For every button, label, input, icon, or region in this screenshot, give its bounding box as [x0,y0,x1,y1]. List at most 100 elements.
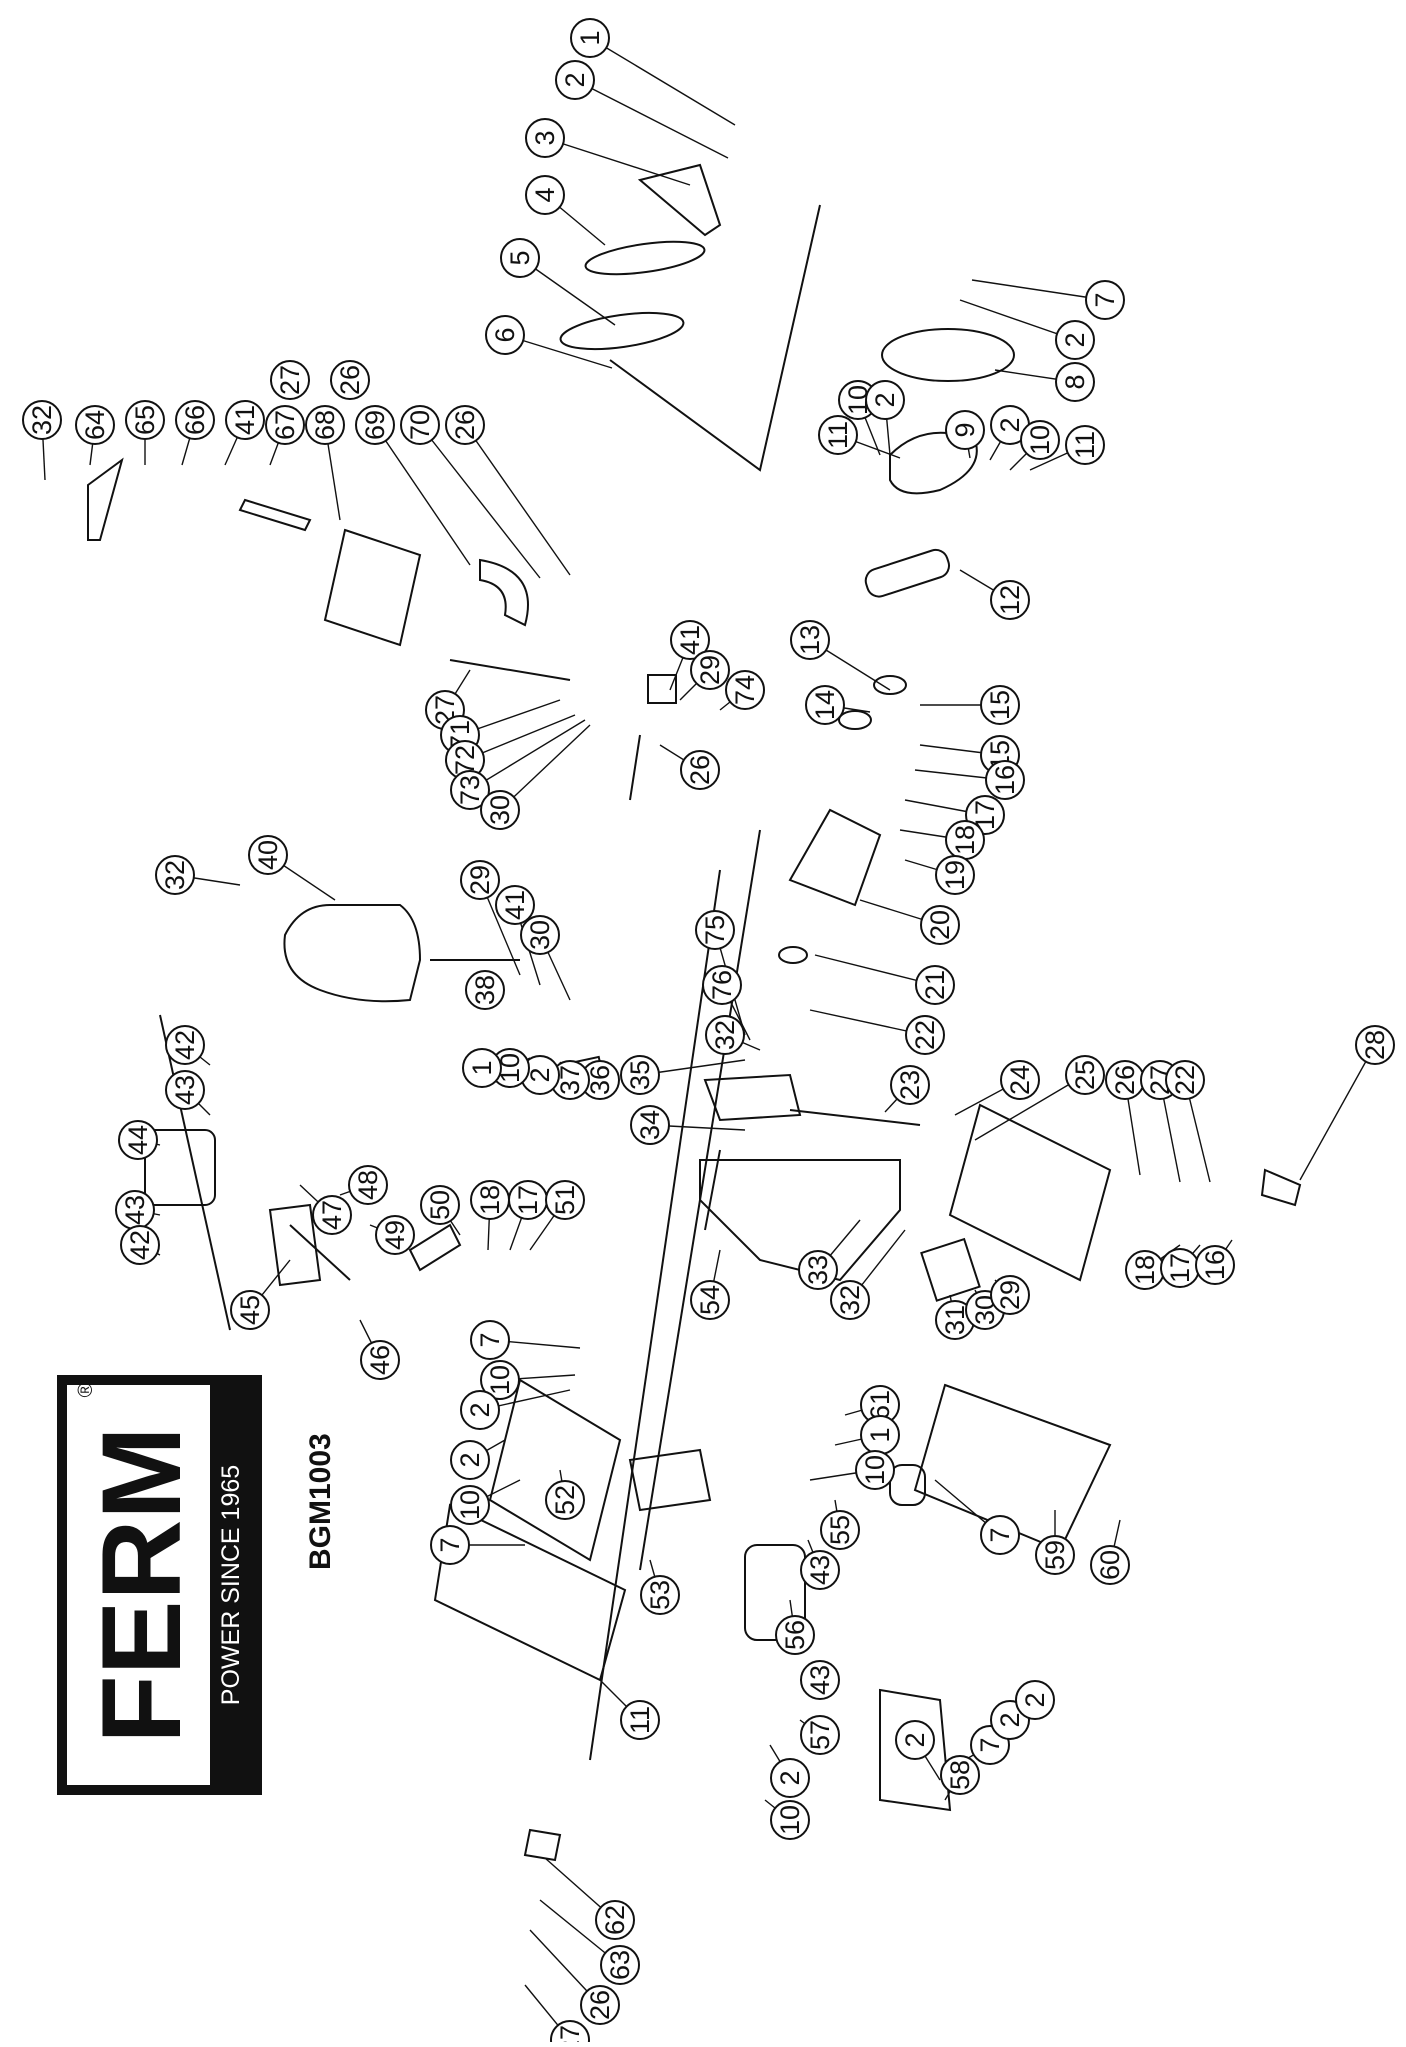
part-callout-7: 7 [1085,280,1125,320]
callout-number: 2 [995,417,1025,432]
part-callout-18: 18 [1125,1250,1165,1290]
callout-number: 48 [353,1170,383,1200]
part-callout-27: 27 [550,2020,590,2047]
callout-number: 26 [1110,1065,1140,1095]
part-callout-18: 18 [470,1180,510,1220]
part-63-clip [523,1828,562,1862]
callout-number: 7 [975,1737,1005,1752]
callout-number: 11 [625,1706,655,1734]
part-56-drum [744,1544,806,1641]
callout-circle [400,405,440,445]
part-44-drum [144,1129,216,1206]
part-40-motor [283,904,422,1003]
callout-circle [570,18,610,58]
callout-leader [589,37,736,126]
callout-number: 24 [1005,1065,1035,1095]
callout-circle [920,905,960,945]
callout-circle [620,1055,660,1095]
callout-circle [230,1290,270,1330]
callout-number: 5 [505,250,535,265]
part-callout-20: 20 [920,905,960,945]
callout-circle [480,1360,520,1400]
callout-number: 37 [555,1065,585,1095]
callout-leader [959,299,1076,341]
callout-number: 67 [270,410,300,440]
callout-number: 51 [550,1185,580,1215]
callout-circle [670,620,710,660]
callout-number: 32 [835,1285,865,1315]
callout-circle [1035,1535,1075,1575]
part-callout-13: 13 [790,620,830,660]
callout-circle [1015,1680,1055,1720]
part-35-plate [703,1073,802,1122]
part-28-knob [1260,1168,1302,1207]
callout-circle [270,360,310,400]
callout-circle [375,1215,415,1255]
callout-circle [75,405,115,445]
ferm-logo: FERM POWER SINCE 1965 ® [57,1375,262,1795]
callout-leader [469,719,586,791]
callout-circle [640,1575,680,1615]
callout-circle [125,400,165,440]
callout-number: 12 [995,585,1025,615]
part-callout-37: 37 [550,1060,590,1100]
callout-circle [420,1185,460,1225]
part-callout-43: 43 [800,1660,840,1700]
callout-number: 52 [550,1485,580,1515]
callout-circle [820,1510,860,1550]
callout-leader [971,279,1106,301]
callout-circle [690,1280,730,1320]
part-callout-32: 32 [22,400,62,440]
part-callout-28: 28 [1355,1025,1395,1065]
callout-circle [462,1048,502,1088]
part-callout-43: 43 [800,1550,840,1590]
callout-circle [520,915,560,955]
part-callout-2: 2 [1015,1680,1055,1720]
part-callout-63: 63 [600,1945,640,1985]
callout-number: 65 [130,405,160,435]
part-callout-70: 70 [400,405,440,445]
part-65-handle [87,457,124,541]
callout-circle [1165,1060,1205,1100]
part-callout-2: 2 [865,380,905,420]
callout-circle [155,855,195,895]
part-callout-22: 22 [1165,1060,1205,1100]
part-33-frame [699,1159,901,1282]
part-14-pulley [838,710,872,730]
callout-number: 34 [635,1110,665,1140]
part-callout-32: 32 [830,1280,870,1320]
callout-leader [974,1074,1086,1141]
callout-number: 49 [380,1220,410,1250]
callout-circle [225,400,265,440]
part-callout-23: 23 [890,1065,930,1105]
callout-circle [265,405,305,445]
callout-number: 11 [823,421,853,449]
part-callout-35: 35 [620,1055,660,1095]
callout-circle [118,1120,158,1160]
callout-circle [1065,425,1105,465]
part-25-plate [948,1103,1112,1282]
part-callout-61: 61 [860,1385,900,1425]
callout-circle [800,1550,840,1590]
part-callout-22: 22 [905,1015,945,1055]
part-callout-30: 30 [480,790,520,830]
part-callout-29: 29 [990,1275,1030,1315]
callout-number: 32 [27,405,57,435]
part-callout-44: 44 [118,1120,158,1160]
part-callout-10: 10 [855,1450,895,1490]
left-leader [159,1014,231,1331]
part-callout-1: 1 [570,18,610,58]
callout-circle [798,1250,838,1290]
part-callout-30: 30 [520,915,560,955]
callout-circle [248,835,288,875]
part-callout-1: 1 [860,1415,900,1455]
callout-circle [775,1615,815,1655]
callout-number: 22 [1170,1065,1200,1095]
part-callout-2: 2 [555,60,595,100]
part-callout-9: 9 [945,410,985,450]
callout-number: 72 [450,745,480,775]
callout-number: 20 [925,910,955,940]
callout-circle [330,360,370,400]
part-callout-41: 41 [670,620,710,660]
